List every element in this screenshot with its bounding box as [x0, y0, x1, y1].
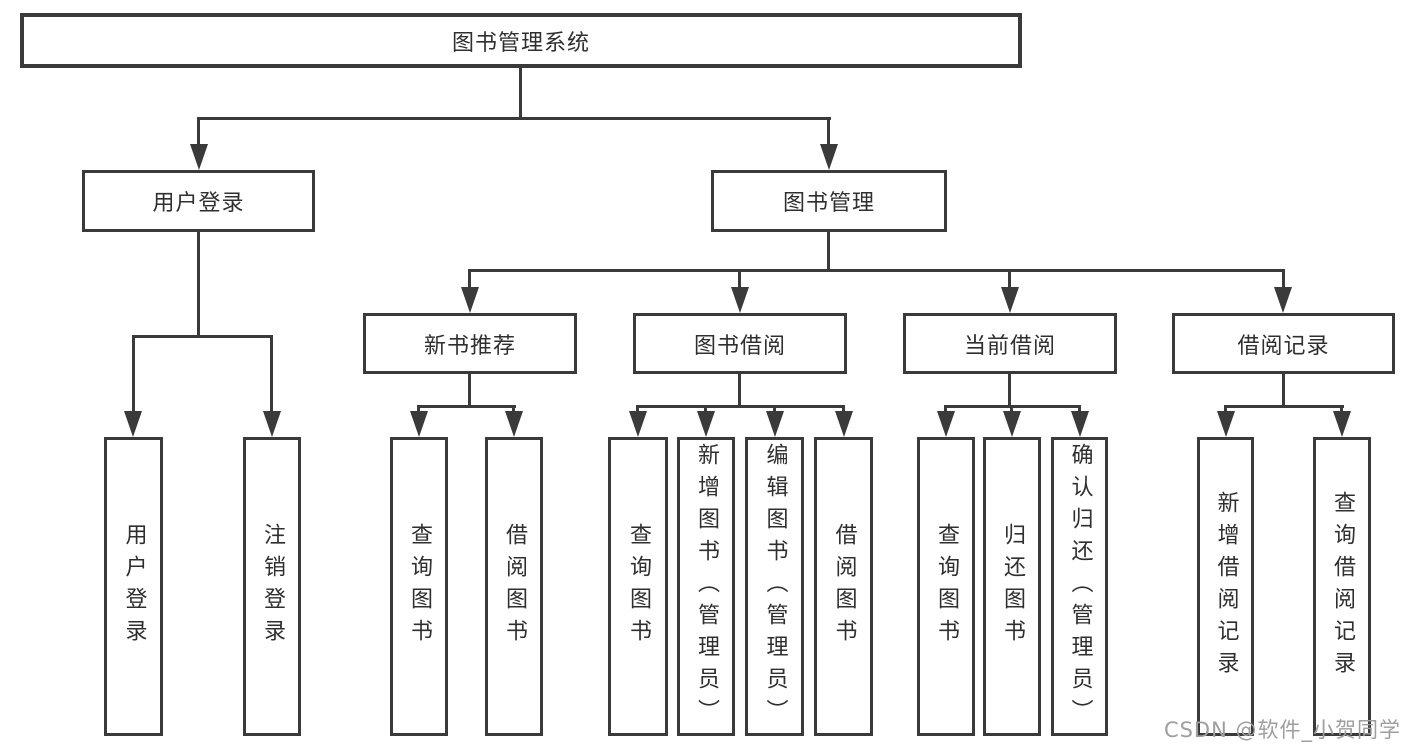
- csdn-watermark: CSDN @软件_小贺同学: [1163, 718, 1401, 742]
- leaf-confirm-return-admin: 确认归还（管理员）: [1051, 437, 1108, 736]
- arrowhead-current-borrowing: [1001, 287, 1019, 313]
- leaf-return-books: 归还图书: [983, 437, 1041, 736]
- leaf-query-books-1: 查询图书: [390, 437, 448, 736]
- connector-to-borrowing-records: [1282, 269, 1285, 299]
- arrowhead-g5-child2: [1333, 411, 1351, 437]
- leaf-add-borrow-record: 新增借阅记录: [1197, 437, 1254, 736]
- node-new-book-recommend: 新书推荐: [363, 313, 577, 374]
- node-root-label: 图书管理系统: [451, 30, 590, 56]
- arrowhead-g3-child4: [835, 411, 853, 437]
- arrowhead-g4-child2: [1003, 411, 1021, 437]
- arrowhead-user-login: [190, 144, 208, 170]
- leaf-query-books-2-label: 查询图书: [626, 522, 651, 651]
- node-book-borrowing: 图书借阅: [633, 313, 847, 374]
- leaf-borrow-books-1: 借阅图书: [485, 437, 543, 736]
- node-user-login-label: 用户登录: [152, 191, 245, 216]
- arrowhead-g2-child1: [410, 411, 428, 437]
- arrowhead-new-book-recommend: [461, 287, 479, 313]
- connector-group1-splitter: [132, 335, 273, 338]
- node-book-management-label: 图书管理: [782, 191, 875, 216]
- connector-borrow-records-stem: [1282, 374, 1285, 408]
- connector-to-current-borrowing: [1008, 269, 1011, 299]
- node-user-login: 用户登录: [82, 170, 315, 232]
- connector-to-user-login: [197, 117, 200, 162]
- arrowhead-g4-child1: [937, 411, 955, 437]
- connector-level1-splitter: [197, 117, 831, 120]
- connector-to-leaf-logout: [270, 335, 273, 415]
- arrowhead-borrowing-records: [1274, 287, 1292, 313]
- arrowhead-g3-child1: [629, 411, 647, 437]
- node-root-system: 图书管理系统: [20, 13, 1022, 68]
- leaf-confirm-return-admin-label: 确认归还（管理员）: [1067, 442, 1093, 731]
- arrowhead-g4-child3: [1071, 411, 1089, 437]
- leaf-query-books-1-label: 查询图书: [407, 522, 432, 651]
- node-book-management: 图书管理: [711, 170, 947, 232]
- leaf-logout-label: 注销登录: [260, 522, 285, 651]
- leaf-add-books-admin: 新增图书（管理员）: [677, 437, 735, 736]
- leaf-user-login: 用户登录: [104, 437, 163, 736]
- leaf-edit-books-admin-label: 编辑图书（管理员）: [762, 442, 788, 731]
- connector-user-login-stem: [197, 232, 200, 337]
- connector-new-book-stem: [468, 374, 471, 408]
- leaf-add-books-admin-label: 新增图书（管理员）: [694, 442, 719, 731]
- leaf-borrow-books-2: 借阅图书: [814, 437, 873, 736]
- connector-current-borrow-stem: [1008, 374, 1011, 408]
- leaf-edit-books-admin: 编辑图书（管理员）: [745, 437, 804, 736]
- node-new-book-recommend-label: 新书推荐: [423, 333, 516, 359]
- arrowhead-leaf-logout: [263, 411, 281, 437]
- connector-level2-splitter: [468, 269, 1285, 272]
- node-current-borrowing-label: 当前借阅: [963, 333, 1056, 359]
- arrowhead-leaf-user-login: [124, 411, 142, 437]
- connector-to-book-management: [827, 117, 830, 162]
- arrowhead-book-borrowing: [731, 287, 749, 313]
- connector-book-management-stem: [827, 232, 830, 272]
- leaf-query-borrow-record-label: 查询借阅记录: [1330, 490, 1355, 683]
- node-book-borrowing-label: 图书借阅: [693, 333, 786, 359]
- leaf-query-books-3-label: 查询图书: [934, 522, 959, 651]
- leaf-return-books-label: 归还图书: [1000, 522, 1025, 651]
- leaf-add-borrow-record-label: 新增借阅记录: [1213, 490, 1239, 683]
- leaf-user-login-label: 用户登录: [121, 522, 147, 651]
- leaf-logout: 注销登录: [243, 437, 301, 736]
- leaf-query-books-3: 查询图书: [917, 437, 975, 736]
- leaf-query-books-2: 查询图书: [608, 437, 668, 736]
- connector-group2-splitter: [417, 405, 516, 408]
- arrowhead-g3-child2: [697, 411, 715, 437]
- connector-book-borrow-stem: [738, 374, 741, 408]
- leaf-query-borrow-record: 查询借阅记录: [1313, 437, 1371, 736]
- connector-group5-splitter: [1224, 405, 1344, 408]
- node-current-borrowing: 当前借阅: [903, 313, 1117, 374]
- arrowhead-g5-child1: [1217, 411, 1235, 437]
- connector-group3-splitter: [636, 405, 845, 408]
- node-borrowing-records-label: 借阅记录: [1237, 333, 1330, 359]
- connector-root-stem: [519, 68, 522, 120]
- node-borrowing-records: 借阅记录: [1172, 313, 1395, 374]
- arrowhead-book-management: [820, 144, 838, 170]
- leaf-borrow-books-1-label: 借阅图书: [502, 522, 527, 651]
- connector-to-new-book-recommend: [468, 269, 471, 299]
- connector-to-leaf-user-login: [132, 335, 135, 415]
- connector-to-book-borrowing: [738, 269, 741, 299]
- arrowhead-g2-child2: [505, 411, 523, 437]
- leaf-borrow-books-2-label: 借阅图书: [831, 522, 857, 651]
- arrowhead-g3-child3: [766, 411, 784, 437]
